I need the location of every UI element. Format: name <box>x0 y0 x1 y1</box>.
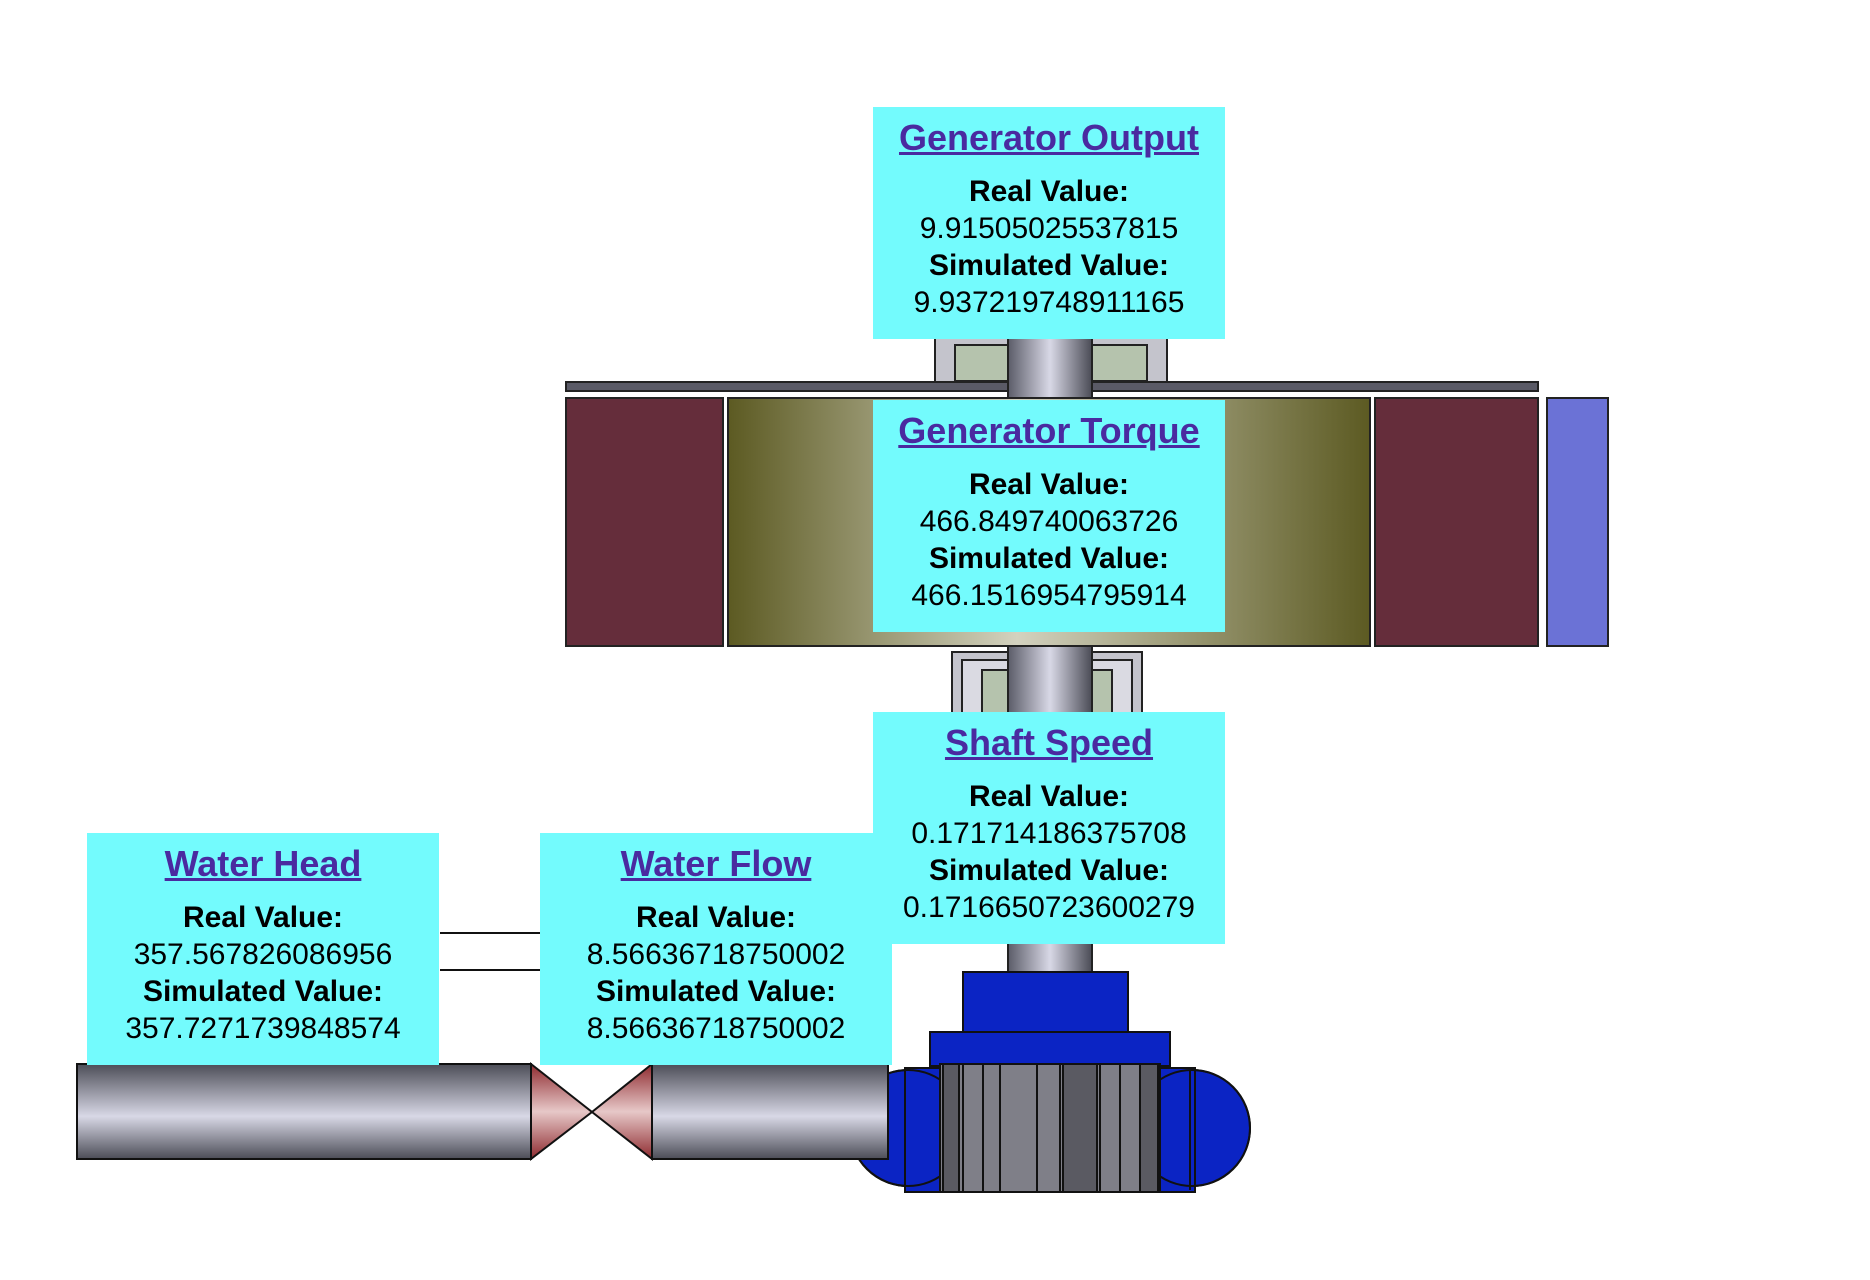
real-value-label: Real Value: <box>182 901 344 934</box>
real-value-label: Real Value: <box>968 780 1130 813</box>
upper-shaft <box>1007 334 1093 406</box>
turbine <box>849 971 1251 1193</box>
water-head-panel: Water Head Real Value: 357.567826086956 … <box>87 833 439 1065</box>
water-head-link[interactable]: Water Head <box>164 843 362 884</box>
penstock-pipe-right <box>651 1063 889 1160</box>
shaft-speed-link[interactable]: Shaft Speed <box>944 722 1154 763</box>
real-value: 8.56636718750002 <box>586 938 846 971</box>
simulated-value-label: Simulated Value: <box>928 249 1170 282</box>
inlet-valve <box>530 1061 653 1162</box>
simulated-value-label: Simulated Value: <box>142 975 384 1008</box>
generator-output-panel: Generator Output Real Value: 9.915050255… <box>873 107 1225 339</box>
real-value-label: Real Value: <box>635 901 797 934</box>
simulated-value: 0.1716650723600279 <box>903 891 1195 924</box>
generator-torque-link[interactable]: Generator Torque <box>898 410 1200 451</box>
stator-right <box>1374 397 1539 647</box>
generator-torque-panel: Generator Torque Real Value: 466.8497400… <box>873 400 1225 632</box>
simulated-value-label: Simulated Value: <box>928 854 1170 887</box>
generator-output-link[interactable]: Generator Output <box>898 117 1199 158</box>
penstock-pipe-left <box>76 1063 532 1160</box>
simulated-value: 8.56636718750002 <box>586 1012 846 1045</box>
simulated-value-label: Simulated Value: <box>928 542 1170 575</box>
real-value: 357.567826086956 <box>133 938 393 971</box>
stator-left <box>565 397 724 647</box>
real-value-label: Real Value: <box>968 468 1130 501</box>
real-value: 466.849740063726 <box>919 505 1179 538</box>
real-value: 0.171714186375708 <box>911 817 1187 850</box>
exciter <box>1546 397 1609 647</box>
shaft-speed-panel: Shaft Speed Real Value: 0.17171418637570… <box>873 712 1225 944</box>
simulated-value: 9.937219748911165 <box>913 286 1185 319</box>
simulated-value: 466.1516954795914 <box>911 579 1187 612</box>
water-flow-panel: Water Flow Real Value: 8.56636718750002 … <box>540 833 892 1065</box>
real-value: 9.91505025537815 <box>919 212 1179 245</box>
real-value-label: Real Value: <box>968 175 1130 208</box>
simulated-value-label: Simulated Value: <box>595 975 837 1008</box>
water-flow-link[interactable]: Water Flow <box>620 843 812 884</box>
simulated-value: 357.7271739848574 <box>125 1012 401 1045</box>
